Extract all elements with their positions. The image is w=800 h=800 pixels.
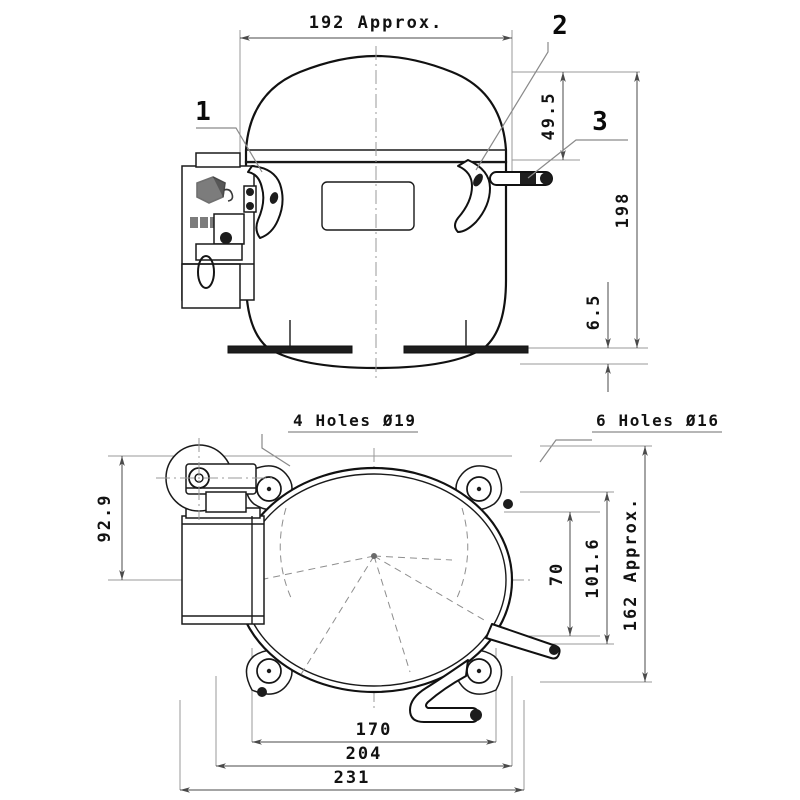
- process-tube-2: [454, 159, 491, 233]
- electrical-terminal-box: [181, 152, 257, 309]
- side-elevation-view: 192 Approx. 49.5 198 6.5: [181, 11, 648, 392]
- mounting-feet-side: [227, 320, 529, 354]
- callout-1-label: 1: [195, 97, 211, 127]
- dimension-92-9-label: 92.9: [95, 494, 115, 543]
- terminal-bracket-assembly: [156, 438, 272, 520]
- side-extension-lines: [239, 30, 648, 365]
- straight-tube-plan: [485, 623, 561, 660]
- dimension-204: 204: [216, 744, 512, 769]
- callout-leader-2: [475, 42, 549, 171]
- note-leader-6-holes: [539, 431, 722, 463]
- dimension-198: 198: [613, 72, 640, 348]
- dimension-170-label: 170: [356, 720, 393, 740]
- dimension-192: 192 Approx.: [240, 13, 512, 41]
- dimension-101-6: 101.6: [583, 492, 610, 644]
- dimension-192-label: 192 Approx.: [309, 13, 444, 33]
- dimension-6-5: 6.5: [584, 282, 611, 392]
- compressor-nameplate: [321, 181, 415, 231]
- note-4-holes-label: 4 Holes Ø19: [293, 411, 417, 430]
- callout-leader-3: [527, 139, 628, 179]
- dimension-49-5-label: 49.5: [539, 92, 559, 141]
- dimension-101-6-label: 101.6: [583, 537, 603, 598]
- discharge-tube-3: [489, 171, 553, 186]
- dimension-198-label: 198: [613, 192, 633, 229]
- callout-leader-1: [196, 127, 263, 173]
- routed-tube-plan: [409, 659, 482, 723]
- bottom-plan-view: 4 Holes Ø19 6 Holes Ø16 92.9: [95, 411, 722, 793]
- electrical-terminal-box-plan: [181, 507, 265, 625]
- dimension-162: 162 Approx.: [621, 446, 648, 682]
- note-leader-4-holes: [261, 431, 418, 467]
- dimension-204-label: 204: [346, 744, 383, 764]
- dimension-231: 231: [180, 768, 524, 793]
- dimension-231-label: 231: [334, 768, 371, 788]
- dimension-6-5-label: 6.5: [584, 294, 604, 331]
- callout-3-label: 3: [592, 107, 608, 137]
- dimension-170: 170: [252, 720, 496, 745]
- note-6-holes-label: 6 Holes Ø16: [596, 411, 720, 430]
- callout-2-label: 2: [552, 11, 568, 41]
- dimension-70: 70: [547, 512, 573, 636]
- process-tube-1: [247, 165, 284, 239]
- dimension-162-label: 162 Approx.: [621, 497, 641, 632]
- dimension-70-label: 70: [547, 562, 567, 586]
- internal-hidden-detail: [249, 507, 485, 677]
- compressor-shell-plan-outer: [234, 466, 514, 694]
- dimension-49-5: 49.5: [539, 72, 566, 160]
- dimension-92-9: 92.9: [95, 456, 125, 580]
